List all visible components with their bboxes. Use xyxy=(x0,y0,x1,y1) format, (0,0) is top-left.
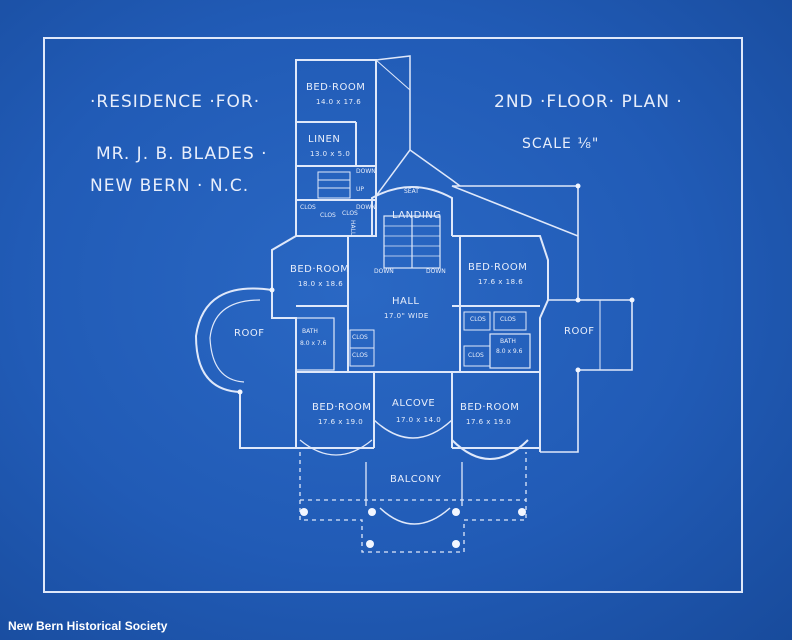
roof-right-label: ROOF xyxy=(564,326,595,337)
bedroom-left-dims: 18.0 x 18.6 xyxy=(298,280,344,288)
landing-bay xyxy=(371,186,453,236)
sheet-border xyxy=(43,37,743,593)
lower-right-bay xyxy=(451,439,529,460)
bath-left-label: BATH xyxy=(302,328,318,335)
left-roof xyxy=(194,287,296,449)
down-upper: DOWN xyxy=(356,168,376,175)
clos-a: CLOS xyxy=(300,204,316,211)
plan-scale: SCALE ⅛" xyxy=(522,136,600,152)
clos-b: CLOS xyxy=(320,212,336,219)
balcony-label: BALCONY xyxy=(390,474,442,485)
clos-right2: CLOS xyxy=(500,316,516,323)
bedroom-br-label: BED·ROOM xyxy=(460,402,520,413)
up-back: UP xyxy=(356,186,365,193)
residence-label: ·RESIDENCE ·FOR· xyxy=(90,92,261,112)
linen-dims: 13.0 x 5.0 xyxy=(310,150,351,158)
linen-label: LINEN xyxy=(308,134,341,145)
bedroom-bl-label: BED·ROOM xyxy=(312,402,372,413)
balcony-curve xyxy=(379,507,451,525)
roof-left-label: ROOF xyxy=(234,328,265,339)
bath-right-label: BATH xyxy=(500,338,516,345)
bath-right-dims: 8.0 x 9.6 xyxy=(496,348,523,355)
bath-left-dims: 8.0 x 7.6 xyxy=(300,340,327,347)
clos-c: CLOS xyxy=(342,210,358,217)
clos-left2: CLOS xyxy=(352,352,368,359)
hall-main-dims: 17.0" WIDE xyxy=(384,312,429,320)
clos-right3: CLOS xyxy=(468,352,484,359)
landing-label: LANDING xyxy=(392,210,442,221)
credit-caption: New Bern Historical Society xyxy=(8,619,168,633)
bedroom-right-dims: 17.6 x 18.6 xyxy=(478,278,524,286)
clos-left1: CLOS xyxy=(352,334,368,341)
main-block-right-wall xyxy=(452,235,549,452)
alcove-arc xyxy=(373,419,453,439)
bedroom-top-dims: 14.0 x 17.6 xyxy=(316,98,362,106)
clos-right1: CLOS xyxy=(470,316,486,323)
bedroom-left-label: BED·ROOM xyxy=(290,264,350,275)
hall-main-label: HALL xyxy=(392,296,420,307)
roof-slope xyxy=(375,55,411,197)
bedroom-bl-dims: 17.6 x 19.0 xyxy=(318,418,364,426)
alcove-label: ALCOVE xyxy=(392,398,436,409)
hall-side-label: HALL xyxy=(349,220,356,236)
owner-name: MR. J. B. BLADES · xyxy=(96,144,268,164)
seat-label: SEAT xyxy=(404,188,419,195)
balcony-outline xyxy=(299,452,527,553)
down-right: DOWN xyxy=(426,268,446,275)
bedroom-br-dims: 17.6 x 19.0 xyxy=(466,418,512,426)
bedroom-top-label: BED·ROOM xyxy=(306,82,366,93)
down-back: DOWN xyxy=(356,204,376,211)
bedroom-right-label: BED·ROOM xyxy=(468,262,528,273)
alcove-dims: 17.0 x 14.0 xyxy=(396,416,442,424)
down-left: DOWN xyxy=(374,268,394,275)
location: NEW BERN · N.C. xyxy=(90,176,250,196)
plan-title: 2ND ·FLOOR· PLAN · xyxy=(494,92,683,112)
